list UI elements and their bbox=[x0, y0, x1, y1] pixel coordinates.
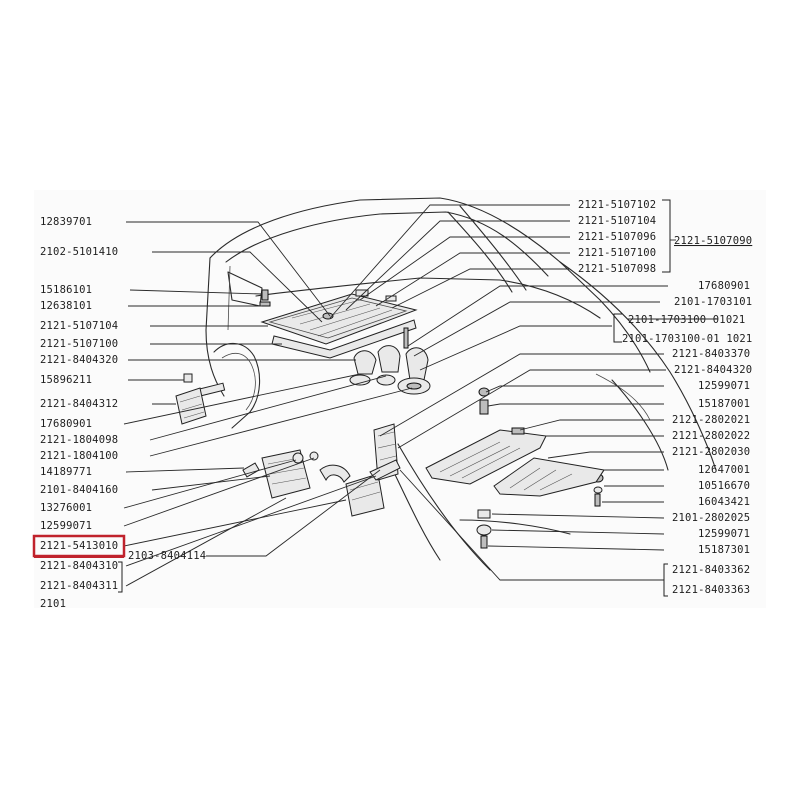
label-group: 2121-5107090 bbox=[674, 235, 752, 247]
label-right: 2101-1703100-01 1021 bbox=[622, 333, 752, 345]
label-right: 2121-5107096 bbox=[578, 231, 656, 243]
label-left: 14189771 bbox=[40, 466, 92, 478]
label-left: 2121-8404310 bbox=[40, 560, 118, 572]
highlight-underline bbox=[34, 555, 124, 558]
label-right: 12599071 bbox=[698, 528, 750, 540]
label-left: 2101-8404160 bbox=[40, 484, 118, 496]
label-right: 16043421 bbox=[698, 496, 750, 508]
label-left: 15186101 bbox=[40, 284, 92, 296]
left-labels: 12839701 2102-5101410 15186101 12638101 … bbox=[40, 216, 206, 610]
splash-shields bbox=[369, 427, 605, 497]
diagram-panel bbox=[34, 190, 766, 608]
label-right: 2121-2802021 bbox=[672, 414, 750, 426]
label-right: 2121-5107102 bbox=[578, 199, 656, 211]
label-left: 12599071 bbox=[40, 520, 92, 532]
label-left: 2121-8404312 bbox=[40, 398, 118, 410]
label-left: 2121-8404320 bbox=[40, 354, 118, 366]
label-right: 2121-8403362 bbox=[672, 564, 750, 576]
leader-lines bbox=[123, 204, 668, 587]
label-inline: 2103-8404114 bbox=[128, 550, 206, 562]
small-fasteners bbox=[183, 289, 604, 549]
part-highlight bbox=[32, 534, 126, 558]
label-right: 15187001 bbox=[698, 398, 750, 410]
label-right: 2121-2802030 bbox=[672, 446, 750, 458]
label-left: 2121-5107104 bbox=[40, 320, 118, 332]
label-right: 17680901 bbox=[698, 280, 750, 292]
label-right: 2121-5107104 bbox=[578, 215, 656, 227]
label-right: 2121-8403363 bbox=[672, 584, 750, 596]
label-right: 2121-5107100 bbox=[578, 247, 656, 259]
label-right: 2101-1703101 bbox=[674, 296, 752, 308]
label-left: 17680901 bbox=[40, 418, 92, 430]
label-left-clipped: 2101 bbox=[40, 598, 66, 610]
label-left: 13276001 bbox=[40, 502, 92, 514]
label-right: 12647001 bbox=[698, 464, 750, 476]
label-right: 2101-1703100 01021 bbox=[628, 314, 745, 326]
label-left: 2121-5107100 bbox=[40, 338, 118, 350]
label-right: 10516670 bbox=[698, 480, 750, 492]
label-left: 12638101 bbox=[40, 300, 92, 312]
group-braces bbox=[118, 199, 676, 597]
label-left: 12839701 bbox=[40, 216, 92, 228]
label-left: 2121-1804100 bbox=[40, 450, 118, 462]
pedal-boots bbox=[349, 327, 431, 395]
label-left: 2121-8404311 bbox=[40, 580, 118, 592]
label-right: 2121-8403370 bbox=[672, 348, 750, 360]
label-left: 2121-1804098 bbox=[40, 434, 118, 446]
label-right: 12599071 bbox=[698, 380, 750, 392]
label-right: 2121-8404320 bbox=[674, 364, 752, 376]
label-left: 2102-5101410 bbox=[40, 246, 118, 258]
label-highlighted: 2121-5413010 bbox=[40, 540, 118, 552]
label-right: 2121-5107098 bbox=[578, 263, 656, 275]
label-right: 15187301 bbox=[698, 544, 750, 556]
right-labels: 2121-5107102 2121-5107104 2121-5107096 2… bbox=[578, 199, 752, 596]
label-right: 2101-2802025 bbox=[672, 512, 750, 524]
label-right: 2121-2802022 bbox=[672, 430, 750, 442]
label-left: 15896211 bbox=[40, 374, 92, 386]
